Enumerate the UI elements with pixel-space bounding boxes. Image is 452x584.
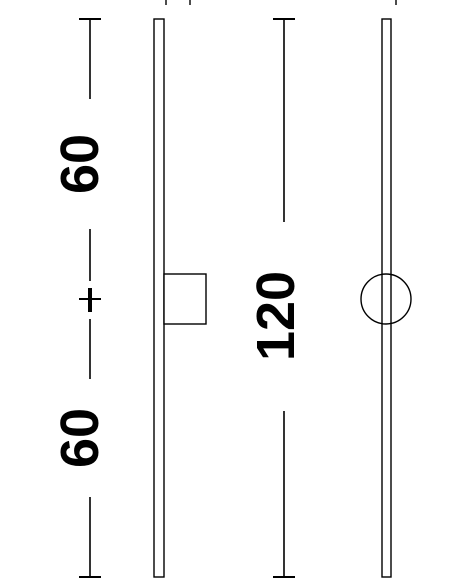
square-wall-mount xyxy=(163,273,207,325)
total-dimension-line xyxy=(273,18,295,578)
side-view xyxy=(360,18,412,578)
lower-length-label: 60 xyxy=(50,408,110,468)
top-cropped-marks xyxy=(165,0,397,5)
lamp-bar-side xyxy=(381,18,392,578)
lamp-bar-front xyxy=(153,18,165,578)
front-view xyxy=(153,18,207,578)
left-dimension-line xyxy=(79,18,101,578)
round-wall-mount xyxy=(360,273,412,325)
total-length-label: 120 xyxy=(246,271,306,361)
upper-length-label: 60 xyxy=(50,134,110,194)
